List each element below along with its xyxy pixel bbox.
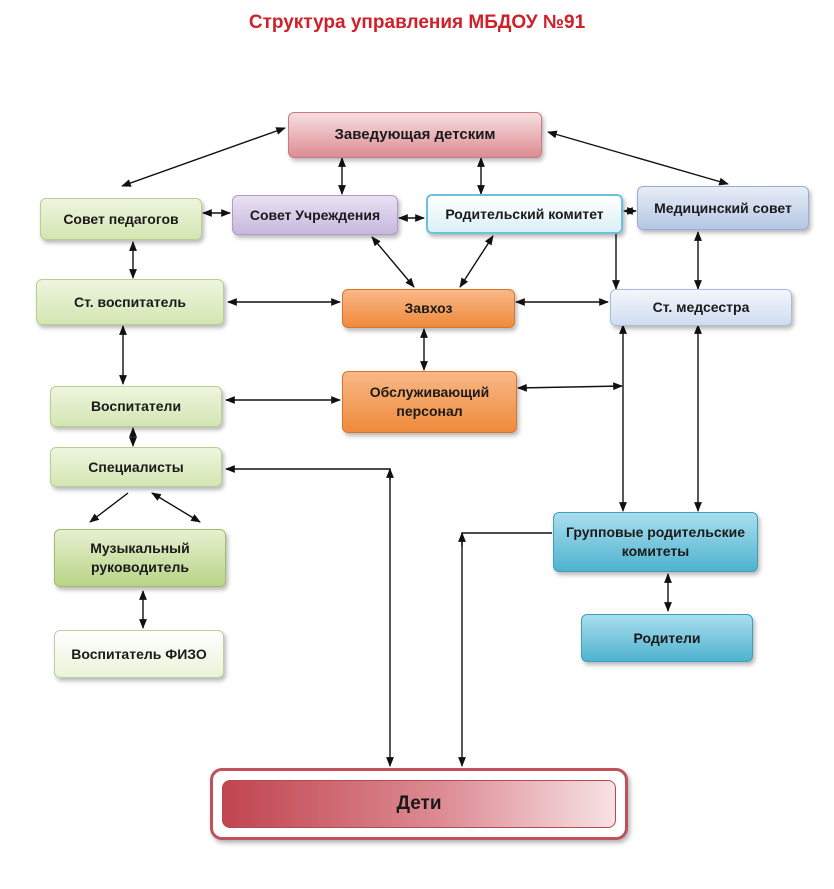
node-teachers-council-label: Совет педагогов	[63, 210, 179, 227]
node-specialists: Специалисты	[50, 447, 222, 487]
node-parents-label: Родители	[633, 629, 701, 646]
node-specialists-label: Специалисты	[88, 458, 184, 475]
arrow-head-teachers-council	[121, 127, 286, 187]
node-service-staff-label: Обслуживающий персонал	[369, 384, 490, 419]
node-pe-teacher-label: Воспитатель ФИЗО	[71, 645, 207, 662]
arrow-institution-supply	[371, 236, 415, 288]
node-music-director: Музыкальный руководитель	[54, 529, 226, 587]
node-children-label: Дети	[396, 793, 442, 814]
node-institution-council: Совет Учреждения	[232, 195, 398, 235]
node-children: Дети	[210, 768, 628, 840]
node-senior-teacher: Ст. воспитатель	[36, 279, 224, 325]
node-medical-council: Медицинский совет	[637, 186, 809, 230]
arrow-specialists-right	[151, 492, 201, 523]
node-head-label: Заведующая детским	[334, 125, 496, 143]
node-senior-nurse-label: Ст. медсестра	[652, 299, 750, 316]
node-parent-committee: Родительский комитет	[426, 194, 623, 234]
arrow-head-medical-council	[547, 130, 729, 186]
node-group-committees: Групповые родительские комитеты	[553, 512, 758, 572]
node-supply-manager: Завхоз	[342, 289, 515, 328]
node-parent-committee-label: Родительский комитет	[445, 205, 604, 222]
arrow-service-right	[517, 382, 623, 392]
node-supply-manager-label: Завхоз	[404, 300, 453, 317]
node-senior-nurse: Ст. медсестра	[610, 289, 792, 326]
node-parents: Родители	[581, 614, 753, 662]
node-institution-council-label: Совет Учреждения	[249, 206, 381, 223]
node-teachers-label: Воспитатели	[90, 398, 182, 415]
node-group-committees-label: Групповые родительские комитеты	[566, 524, 745, 559]
node-head: Заведующая детским	[288, 112, 542, 158]
diagram-title: Структура управления МБДОУ №91	[248, 12, 586, 33]
node-children-inner: Дети	[222, 780, 616, 828]
arrow-specialists-children	[225, 465, 394, 767]
arrow-groups-children	[458, 532, 552, 767]
node-teachers-council: Совет педагогов	[40, 198, 202, 240]
node-senior-teacher-label: Ст. воспитатель	[74, 293, 186, 310]
node-service-staff: Обслуживающий персонал	[342, 371, 517, 433]
node-pe-teacher: Воспитатель ФИЗО	[54, 630, 224, 678]
arrow-specialists-left	[89, 492, 129, 523]
node-music-director-label: Музыкальный руководитель	[90, 540, 190, 575]
node-teachers: Воспитатели	[50, 386, 222, 427]
node-medical-council-label: Медицинский совет	[654, 199, 792, 216]
arrow-parent-supply	[459, 235, 494, 288]
